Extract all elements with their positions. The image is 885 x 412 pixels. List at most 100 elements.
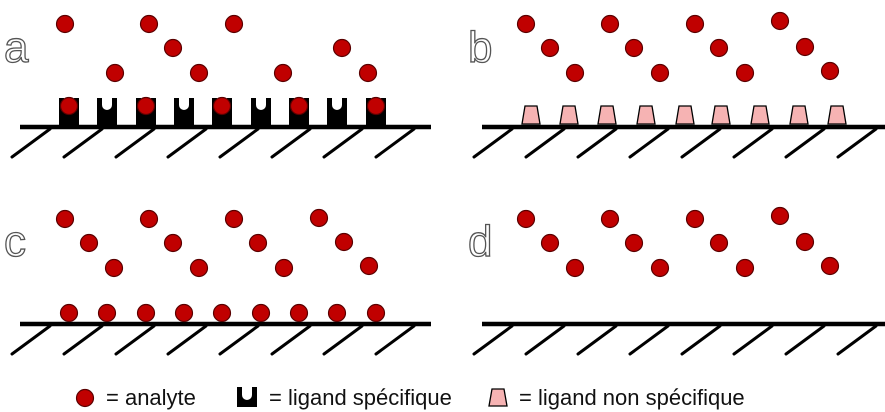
analyte-icon <box>79 233 99 253</box>
legend-nonspecific-ligand-label: = ligand non spécifique <box>519 385 745 410</box>
analyte-icon <box>770 11 790 31</box>
specific-ligand-icon <box>237 387 257 407</box>
analyte-icon <box>189 63 209 83</box>
analyte-icon <box>795 232 815 252</box>
analyte-icon <box>600 209 620 229</box>
analyte-icon <box>709 38 729 58</box>
analyte-icon <box>105 63 125 83</box>
substrate-hatch <box>10 324 52 356</box>
nonspecific-ligand <box>675 105 695 125</box>
analyte-icon <box>163 38 183 58</box>
substrate-hatch <box>472 324 514 356</box>
analyte-icon <box>334 232 354 252</box>
analyte-icon <box>820 256 840 276</box>
analyte-icon <box>139 14 159 34</box>
analyte-icon <box>650 63 670 83</box>
analyte-icon <box>359 256 379 276</box>
nonspecific-ligand <box>789 105 809 125</box>
analyte-icon <box>565 63 585 83</box>
substrate-hatch <box>836 127 878 159</box>
analyte-icon <box>735 258 755 278</box>
analyte-icon <box>735 63 755 83</box>
analyte-icon <box>97 303 117 323</box>
analyte-icon <box>139 209 159 229</box>
analyte-icon <box>224 209 244 229</box>
substrate-hatch <box>576 324 618 356</box>
substrate-hatch <box>322 127 364 159</box>
substrate-hatch <box>680 127 722 159</box>
legend-specific-ligand-label: = ligand spécifique <box>269 385 452 410</box>
substrate-hatch <box>166 324 208 356</box>
substrate-hatch <box>10 127 52 159</box>
analyte-icon <box>709 233 729 253</box>
substrate-hatch <box>166 127 208 159</box>
substrate-hatch <box>218 127 260 159</box>
substrate-hatch <box>628 324 670 356</box>
analyte-icon <box>251 303 271 323</box>
specific-ligand <box>327 98 347 125</box>
panel-label-a: a <box>4 23 29 72</box>
nonspecific-ligand <box>597 105 617 125</box>
nonspecific-ligand <box>827 105 847 125</box>
analyte-icon <box>55 14 75 34</box>
analyte-icon <box>189 258 209 278</box>
analyte-icon <box>224 14 244 34</box>
analyte-icon <box>770 206 790 226</box>
panel-a <box>10 14 431 159</box>
specific-ligand <box>97 98 117 125</box>
analyte-icon <box>358 63 378 83</box>
panel-label-b: b <box>468 23 492 72</box>
analyte-icon <box>59 96 79 116</box>
analyte-icon <box>366 303 386 323</box>
analyte-icon <box>274 258 294 278</box>
analyte-icon <box>136 303 156 323</box>
nonspecific-ligand <box>750 105 770 125</box>
nonspecific-ligand <box>636 105 656 125</box>
panel-b <box>472 11 885 159</box>
substrate-hatch <box>322 324 364 356</box>
analyte-icon <box>104 258 124 278</box>
substrate-hatch <box>218 324 260 356</box>
analyte-icon <box>624 233 644 253</box>
analyte-icon <box>600 14 620 34</box>
panel-d <box>472 206 885 356</box>
analyte-icon <box>273 63 293 83</box>
analyte-icon <box>516 14 536 34</box>
substrate-hatch <box>270 127 312 159</box>
analyte-icon <box>650 258 670 278</box>
analyte-icon <box>624 38 644 58</box>
analyte-icon <box>212 96 232 116</box>
analyte-icon <box>289 303 309 323</box>
substrate-hatch <box>784 324 826 356</box>
substrate-hatch <box>270 324 312 356</box>
specific-ligand <box>174 98 194 125</box>
substrate-hatch <box>374 127 416 159</box>
analyte-icon <box>366 96 386 116</box>
nonspecific-ligand <box>559 105 579 125</box>
analyte-icon <box>309 208 329 228</box>
analyte-icon <box>565 258 585 278</box>
substrate-hatch <box>374 324 416 356</box>
substrate-hatch <box>784 127 826 159</box>
analyte-icon <box>248 233 268 253</box>
analyte-icon <box>75 388 95 408</box>
analyte-icon <box>289 96 309 116</box>
specific-ligand <box>251 98 271 125</box>
analyte-icon <box>540 233 560 253</box>
panel-label-d: d <box>468 217 492 266</box>
analyte-icon <box>327 303 347 323</box>
substrate-hatch <box>114 127 156 159</box>
analyte-icon <box>332 38 352 58</box>
substrate-hatch <box>732 324 774 356</box>
substrate-hatch <box>114 324 156 356</box>
analyte-icon <box>820 61 840 81</box>
substrate-hatch <box>576 127 618 159</box>
legend-analyte-label: = analyte <box>106 385 196 410</box>
analyte-icon <box>685 14 705 34</box>
analyte-icon <box>55 209 75 229</box>
substrate-hatch <box>62 127 104 159</box>
substrate-hatch <box>524 127 566 159</box>
substrate-hatch <box>472 127 514 159</box>
panel-c <box>10 208 431 356</box>
